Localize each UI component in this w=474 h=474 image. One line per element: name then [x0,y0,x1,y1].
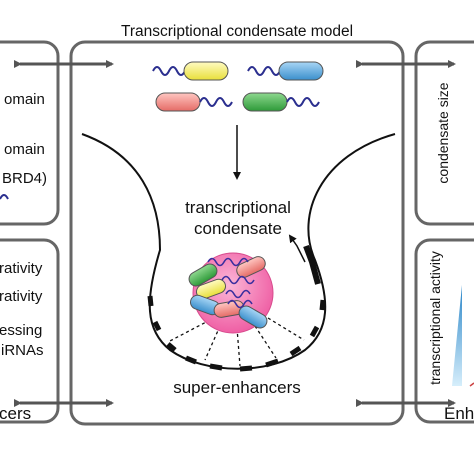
right-bottom-panel [414,238,474,424]
wave-yellow [152,66,186,76]
connector-arrows [14,60,456,407]
activity-axis-fragment [469,382,474,387]
dotted-connectors [167,317,305,367]
right-top-panel [414,40,474,226]
condensate-label-1: transcriptional [185,198,291,217]
tss-arrow [288,234,306,263]
left-top-text-2: omain [4,141,45,158]
wave-green [286,97,320,107]
dna-loop [81,133,396,370]
super-enhancers-label: super-enhancers [173,378,301,397]
left-bottom-text-1: rativity [0,260,43,277]
highlight-segment [303,244,321,285]
left-top-wave-fragment [0,194,9,200]
droplet-waves [207,257,255,309]
left-top-panel [0,40,60,226]
left-top-text-3: BRD4) [2,170,47,187]
right-bottom-label: Enh [444,404,474,423]
transcriptional-activity-axis: transcriptional activity [427,251,443,385]
left-bottom-text-3: essing [0,322,42,339]
left-bottom-label: cers [0,404,31,423]
wave-red [199,97,233,107]
protein-row-2 [155,92,320,112]
wave-blue [247,66,281,76]
yellow-domain [183,61,229,81]
left-bottom-panel [0,238,60,424]
left-bottom-text-4: iRNAs [1,342,44,359]
blue-domain [278,61,324,81]
red-domain [155,92,201,112]
droplet-proteins [188,256,268,329]
left-bottom-text-2: rativity [0,288,43,305]
activity-wedge [452,285,462,386]
title: Transcriptional condensate model [121,23,353,40]
protein-row-1 [152,61,324,81]
condensate-label-2: condensate [194,219,282,238]
left-top-text-1: omain [4,91,45,108]
enhancer-segments [147,295,326,372]
center-panel [69,40,405,426]
condensate-size-axis: condensate size [435,82,451,183]
green-domain [242,92,288,112]
